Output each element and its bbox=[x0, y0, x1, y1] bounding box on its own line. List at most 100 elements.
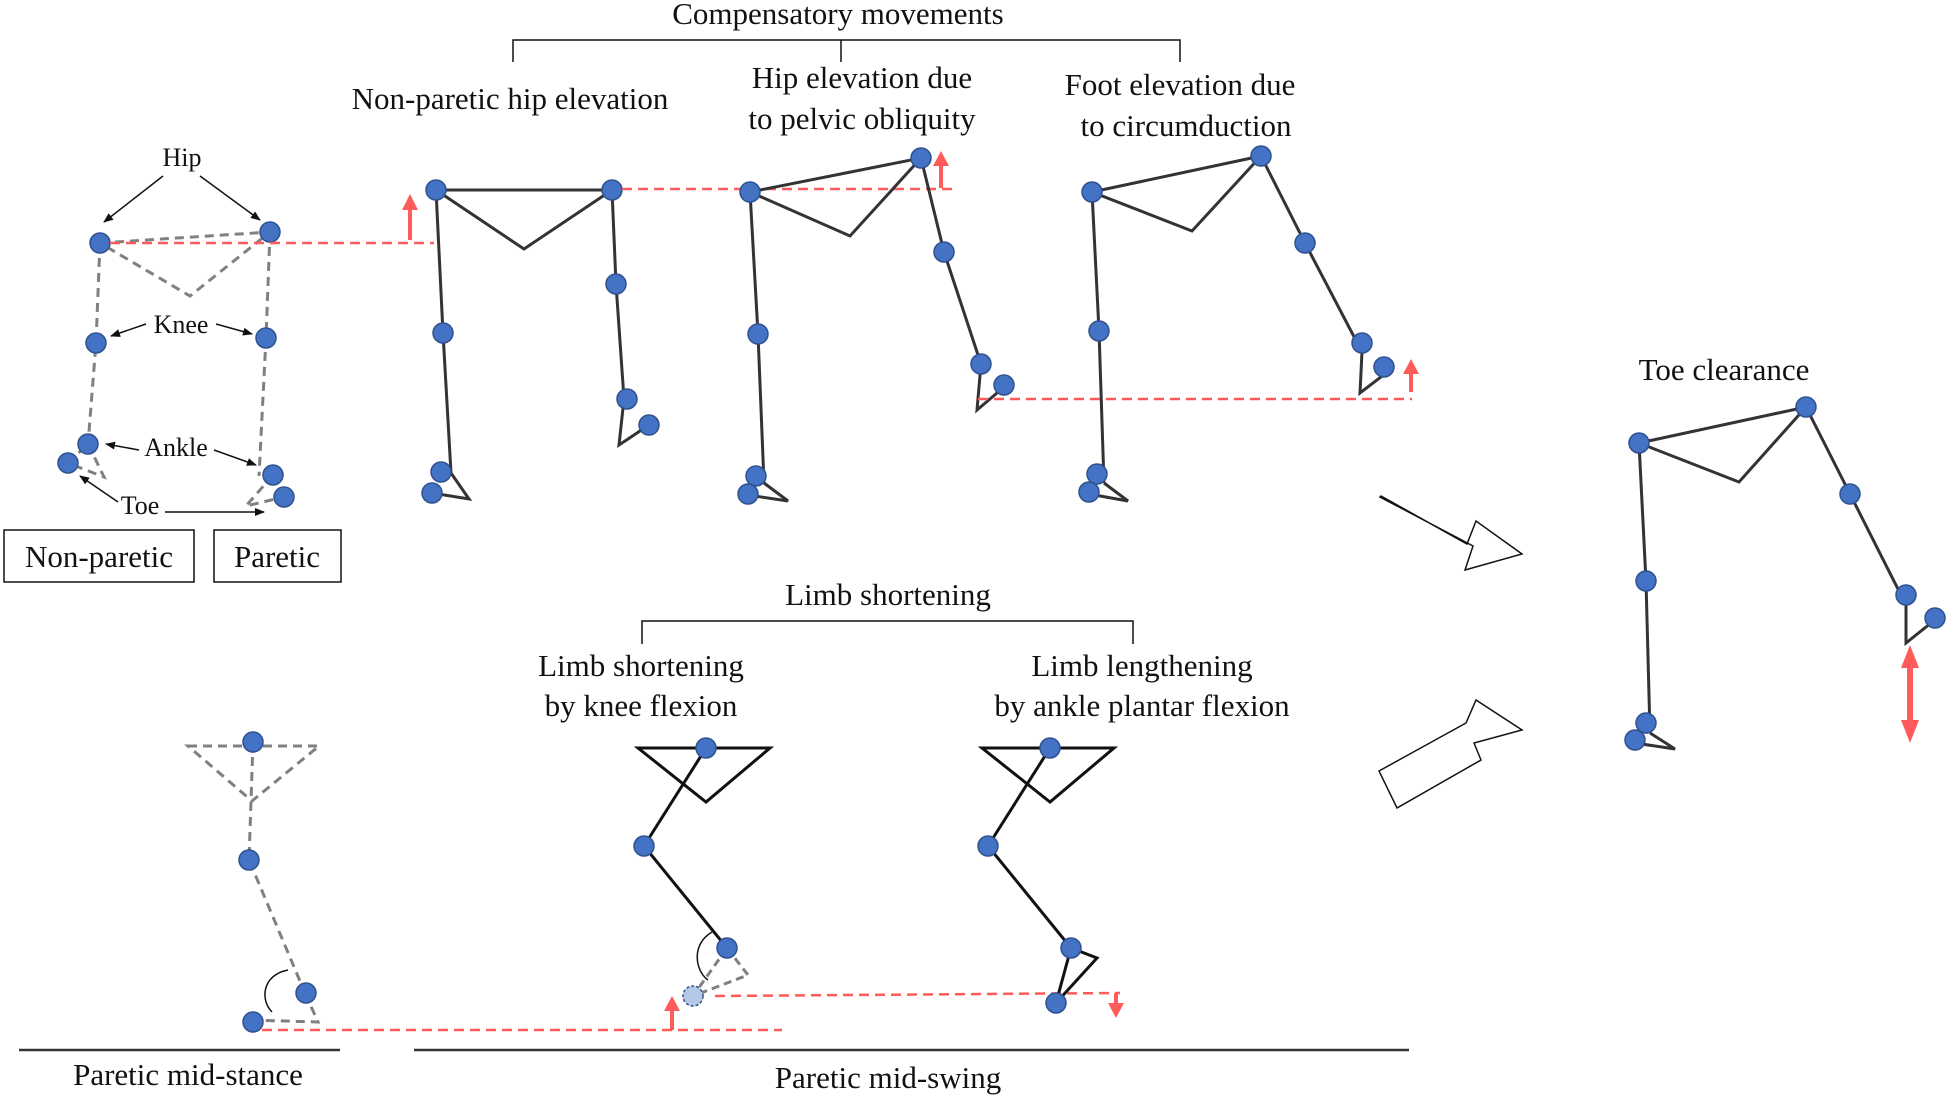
hip-joint bbox=[695, 737, 717, 759]
mid-stance-pelvis bbox=[183, 744, 324, 803]
toe-joint bbox=[1624, 729, 1646, 751]
knee-joint bbox=[1294, 232, 1316, 254]
leg-segment bbox=[986, 747, 1073, 949]
pelvis-segment bbox=[1633, 404, 1811, 484]
toe-pointer bbox=[79, 475, 119, 503]
knee-flexion-foot bbox=[688, 945, 751, 1000]
label-knee: Knee bbox=[154, 310, 209, 339]
caption-knee-flexion-line2: by knee flexion bbox=[545, 688, 738, 723]
block-arrow-upper-icon bbox=[1378, 495, 1524, 572]
limb-shortening-bracket bbox=[641, 620, 1134, 644]
paretic-box bbox=[213, 529, 342, 583]
toe-joint bbox=[242, 1011, 264, 1033]
non-paretic-foot-segment bbox=[1634, 731, 1676, 751]
limb-shortening-header: Limb shortening bbox=[641, 577, 1134, 644]
mid-stance-foot bbox=[250, 992, 321, 1024]
knee-joint bbox=[1839, 483, 1861, 505]
caption-non-paretic-hip-elevation: Non-paretic hip elevation bbox=[352, 81, 669, 116]
ankle-joint bbox=[1060, 937, 1082, 959]
ankle-angle-arc bbox=[264, 969, 289, 1013]
toe-joint bbox=[737, 483, 759, 505]
non-paretic-foot-segment bbox=[431, 472, 473, 502]
ankle-joint bbox=[1895, 584, 1917, 606]
hip-joint bbox=[1250, 145, 1272, 167]
ankle-joint bbox=[616, 388, 638, 410]
lowering-arrow-icon bbox=[1108, 993, 1124, 1018]
pelvis-segment bbox=[431, 188, 617, 251]
elevation-arrow-icon bbox=[664, 996, 680, 1030]
shortened-leg-segment bbox=[642, 747, 729, 949]
knee-joint bbox=[432, 322, 454, 344]
elevation-arrow-icon bbox=[402, 194, 418, 240]
limb-shortening-title: Limb shortening bbox=[785, 577, 991, 612]
plantar-flexed-foot-segment bbox=[1054, 946, 1100, 1005]
hip-joint bbox=[739, 181, 761, 203]
elevation-arrow-icon bbox=[1403, 359, 1419, 392]
caption-hip-elevation-line2: to pelvic obliquity bbox=[748, 101, 976, 136]
figure-paretic-mid-stance bbox=[183, 731, 782, 1033]
lifted-toe-joint bbox=[682, 985, 704, 1007]
hip-joint bbox=[1628, 432, 1650, 454]
ankle-angle-arc bbox=[696, 931, 713, 981]
figure-knee-flexion bbox=[633, 737, 1121, 1030]
label-paretic: Paretic bbox=[234, 539, 320, 574]
figure-plantar-flexion bbox=[977, 737, 1124, 1018]
ankle-joint bbox=[1086, 463, 1108, 485]
non-paretic-foot-segment bbox=[747, 481, 789, 503]
paretic-foot-segment bbox=[1904, 605, 1937, 647]
knee-joint bbox=[633, 835, 655, 857]
hip-joint bbox=[910, 147, 932, 169]
toe-joint bbox=[1045, 992, 1067, 1014]
figure-foot-elevation-circumduction bbox=[978, 145, 1419, 503]
reference-toe-joint bbox=[57, 452, 79, 474]
pelvis-segment bbox=[745, 155, 926, 238]
hip-pointer bbox=[199, 175, 261, 221]
compensatory-movements-header: Compensatory movements bbox=[512, 0, 1181, 62]
reference-non-paretic-foot bbox=[65, 441, 108, 480]
figure-toe-clearance bbox=[1624, 396, 1946, 751]
knee-pointer bbox=[215, 323, 253, 336]
ankle-pointer bbox=[213, 449, 257, 466]
reference-hip-joint bbox=[259, 221, 281, 243]
pelvis-segment bbox=[1086, 153, 1266, 233]
paretic-foot-segment bbox=[1358, 351, 1391, 397]
caption-foot-elevation-line1: Foot elevation due bbox=[1065, 67, 1296, 102]
toe-joint bbox=[1924, 607, 1946, 629]
knee-joint bbox=[977, 835, 999, 857]
hip-joint bbox=[1795, 396, 1817, 418]
label-ankle: Ankle bbox=[144, 433, 208, 462]
hip-pointer bbox=[103, 175, 164, 223]
ankle-joint bbox=[745, 465, 767, 487]
caption-plantar-flexion-line2: by ankle plantar flexion bbox=[994, 688, 1290, 723]
knee-joint bbox=[933, 241, 955, 263]
caption-knee-flexion-line1: Limb shortening bbox=[538, 648, 744, 683]
toe-joint bbox=[1078, 481, 1100, 503]
clearance-double-arrow-icon bbox=[1901, 645, 1919, 743]
caption-foot-elevation-line2: to circumduction bbox=[1081, 108, 1292, 143]
knee-pointer bbox=[110, 323, 147, 337]
mid-stance-leg bbox=[247, 741, 307, 994]
reference-ankle-joint bbox=[262, 464, 284, 486]
ankle-pointer bbox=[105, 441, 140, 451]
paretic-leg-segment bbox=[1259, 155, 1364, 353]
ankle-joint bbox=[430, 461, 452, 483]
reference-knee-joint bbox=[255, 327, 277, 349]
knee-joint bbox=[1088, 320, 1110, 342]
hip-joint bbox=[601, 179, 623, 201]
reference-knee-joint bbox=[85, 332, 107, 354]
caption-plantar-flexion-line1: Limb lengthening bbox=[1031, 648, 1252, 683]
toe-joint bbox=[993, 374, 1015, 396]
knee-joint bbox=[1635, 570, 1657, 592]
label-non-paretic: Non-paretic bbox=[25, 539, 173, 574]
knee-joint bbox=[747, 323, 769, 345]
hip-joint bbox=[242, 731, 264, 753]
ankle-joint bbox=[295, 982, 317, 1004]
toe-joint bbox=[638, 414, 660, 436]
caption-hip-elevation-line1: Hip elevation due bbox=[752, 60, 972, 95]
ankle-joint bbox=[1351, 332, 1373, 354]
reference-toe-joint bbox=[273, 486, 295, 508]
paretic-foot-segment bbox=[617, 398, 650, 449]
phase-mid-swing: Paretic mid-swing bbox=[775, 1060, 1001, 1095]
hip-joint bbox=[1081, 181, 1103, 203]
